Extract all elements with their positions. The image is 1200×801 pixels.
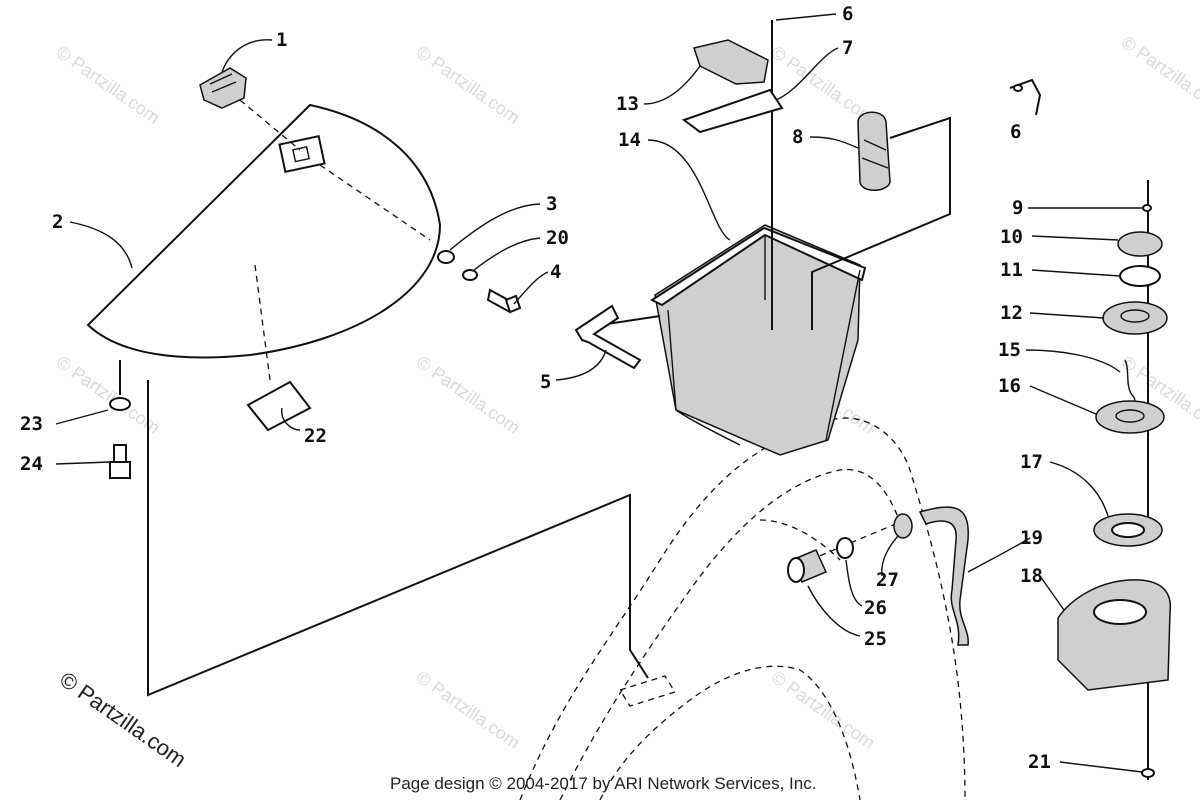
watermark: © Partzilla.com bbox=[413, 42, 524, 128]
windshield-bracket-slot bbox=[278, 134, 326, 174]
callout-20: 20 bbox=[546, 227, 569, 249]
callout-26: 26 bbox=[864, 597, 887, 619]
callout-21: 21 bbox=[1028, 751, 1051, 773]
callout-16: 16 bbox=[998, 375, 1021, 397]
callout-27: 27 bbox=[876, 569, 899, 591]
callout-10: 10 bbox=[1000, 226, 1023, 248]
callout-2: 2 bbox=[52, 211, 63, 233]
latch bbox=[857, 111, 891, 191]
callout-6-right: 6 bbox=[1010, 121, 1021, 143]
windshield-clip bbox=[199, 67, 247, 109]
callout-11: 11 bbox=[1000, 259, 1023, 281]
callout-9: 9 bbox=[1012, 197, 1023, 219]
bracket bbox=[574, 304, 642, 370]
hull-outline bbox=[519, 417, 966, 801]
filler-stack bbox=[1057, 180, 1172, 780]
callout-3: 3 bbox=[546, 193, 557, 215]
storage-box bbox=[649, 224, 867, 456]
watermark: © Partzilla.com bbox=[413, 352, 524, 438]
watermark: © Partzilla.com bbox=[53, 352, 164, 438]
callout-8: 8 bbox=[792, 126, 803, 148]
callout-13: 13 bbox=[616, 93, 639, 115]
callout-19: 19 bbox=[1020, 527, 1043, 549]
watermark: © Partzilla.com bbox=[53, 42, 164, 128]
hardware-stack bbox=[437, 250, 522, 314]
watermark: © Partzilla.com bbox=[1118, 32, 1200, 118]
leader-lines bbox=[55, 13, 1143, 773]
callout-14: 14 bbox=[618, 129, 641, 151]
strap bbox=[681, 39, 784, 134]
decal bbox=[246, 264, 312, 432]
callout-labels: 1 2 3 20 4 5 6 7 13 14 8 6 9 10 11 12 15… bbox=[20, 3, 1051, 773]
callout-6: 6 bbox=[842, 3, 853, 25]
callout-17: 17 bbox=[1020, 451, 1043, 473]
callout-4: 4 bbox=[550, 261, 561, 283]
page-footer: Page design © 2004-2017 by ARI Network S… bbox=[390, 774, 816, 793]
vent-assembly bbox=[787, 506, 969, 646]
callout-5: 5 bbox=[540, 371, 551, 393]
callout-22: 22 bbox=[304, 425, 327, 447]
callout-24: 24 bbox=[20, 453, 43, 475]
watermark: © Partzilla.com bbox=[768, 667, 879, 753]
callout-25: 25 bbox=[864, 628, 887, 650]
callout-23: 23 bbox=[20, 413, 43, 435]
watermark-main: © Partzilla.com bbox=[55, 667, 191, 773]
callout-12: 12 bbox=[1000, 302, 1023, 324]
callout-18: 18 bbox=[1020, 565, 1043, 587]
callout-15: 15 bbox=[998, 339, 1021, 361]
windshield bbox=[86, 103, 442, 359]
watermark: © Partzilla.com bbox=[413, 667, 524, 753]
callout-1: 1 bbox=[276, 29, 287, 51]
bolt-washer bbox=[109, 360, 131, 479]
callout-7: 7 bbox=[842, 37, 853, 59]
